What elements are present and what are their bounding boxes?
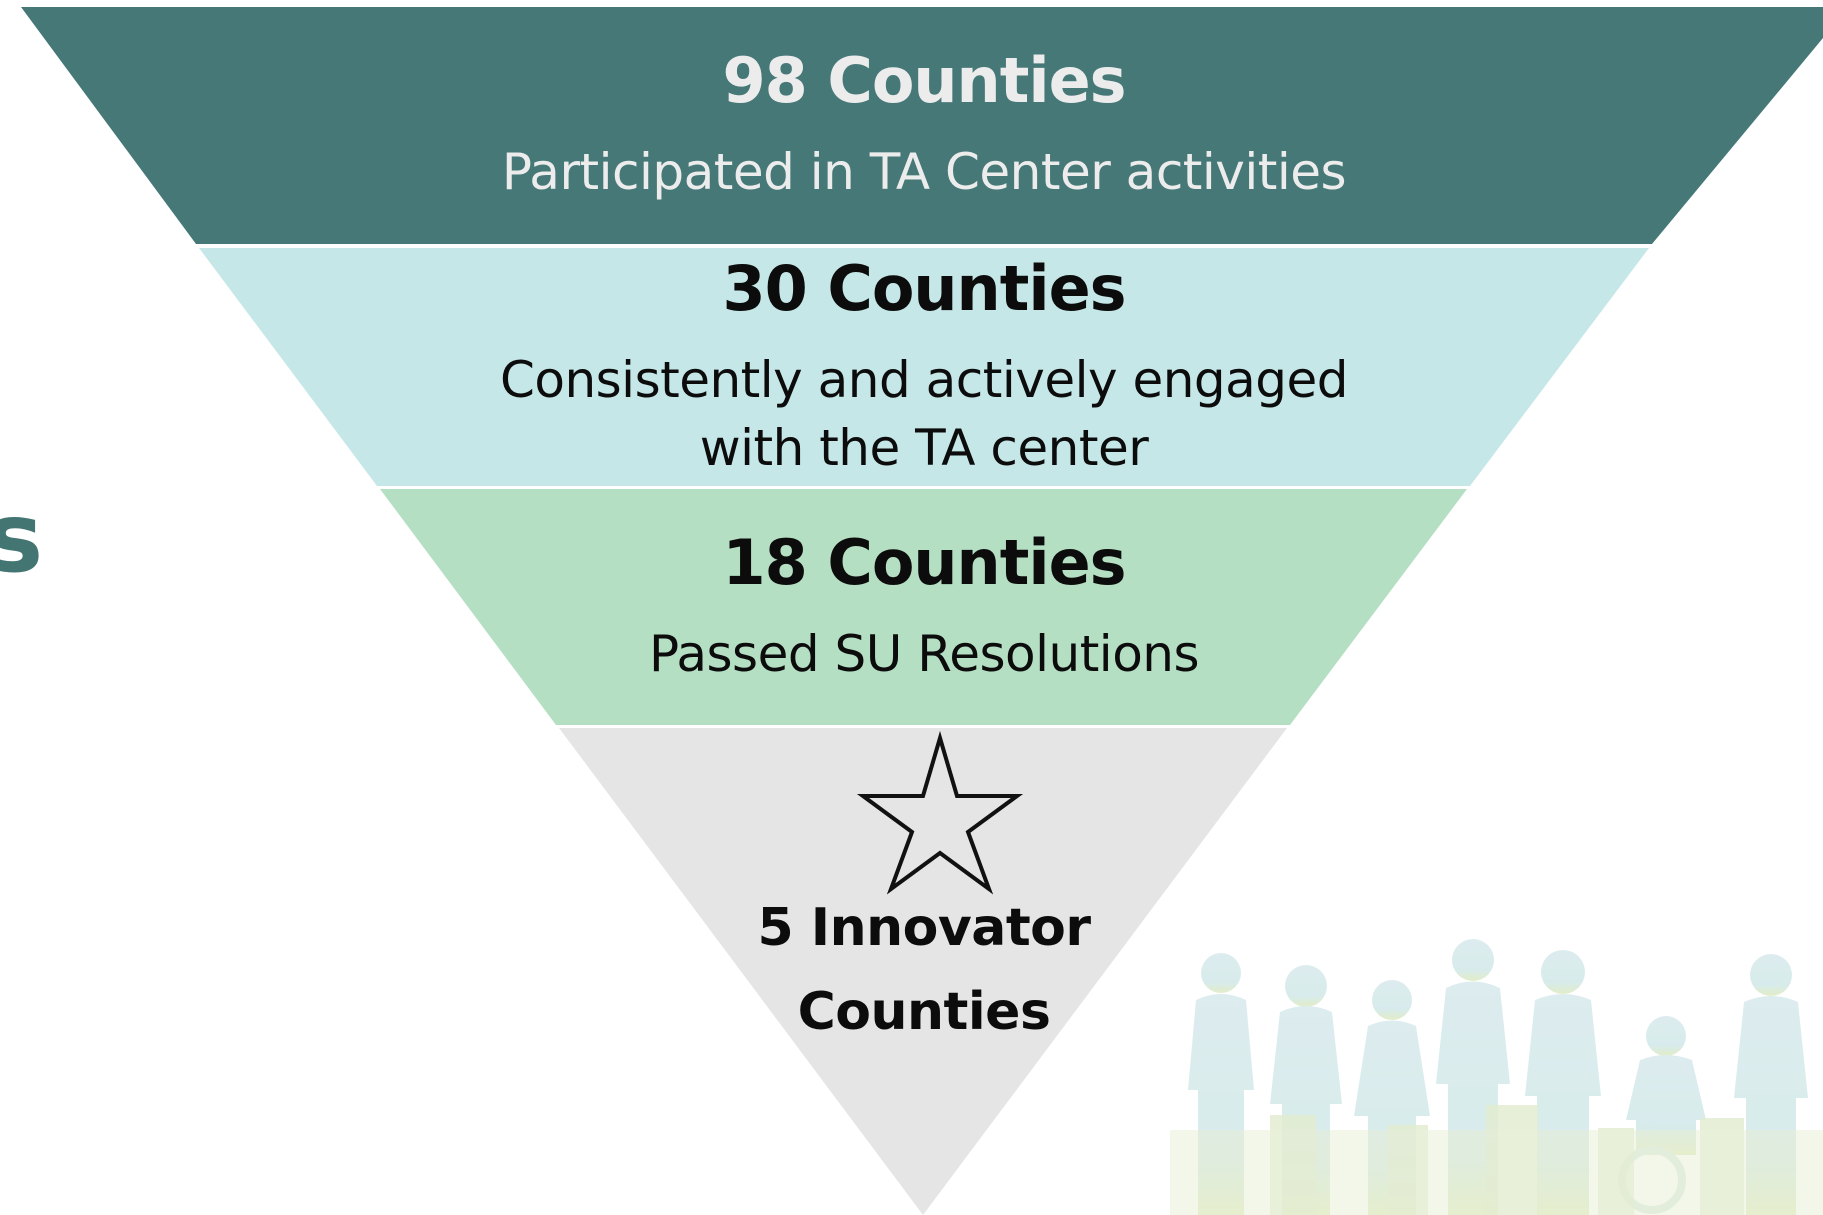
- star-outline-icon: [856, 730, 1024, 895]
- level-4-label-line-1: 5 Innovator: [757, 898, 1091, 958]
- funnel-level-1-band: [21, 7, 1823, 244]
- level-3-description: Passed SU Resolutions: [648, 625, 1200, 683]
- funnel-level-3-band: [380, 489, 1467, 725]
- people-silhouette-illustration: [1170, 939, 1823, 1215]
- funnel-level-2-band: [199, 248, 1649, 486]
- level-4-label-line-2: Counties: [797, 982, 1051, 1042]
- level-2-description-line-1: Consistently and actively engaged: [499, 351, 1349, 409]
- level-2-description-line-2: with the TA center: [699, 419, 1149, 477]
- level-1-description: Participated in TA Center activities: [501, 143, 1347, 201]
- level-1-count: 98 Counties: [722, 44, 1126, 117]
- level-2-count: 30 Counties: [722, 252, 1126, 325]
- funnel-level-4-band: [559, 728, 1287, 1215]
- cropped-title-fragment: s: [0, 482, 44, 594]
- level-3-count: 18 Counties: [722, 526, 1126, 599]
